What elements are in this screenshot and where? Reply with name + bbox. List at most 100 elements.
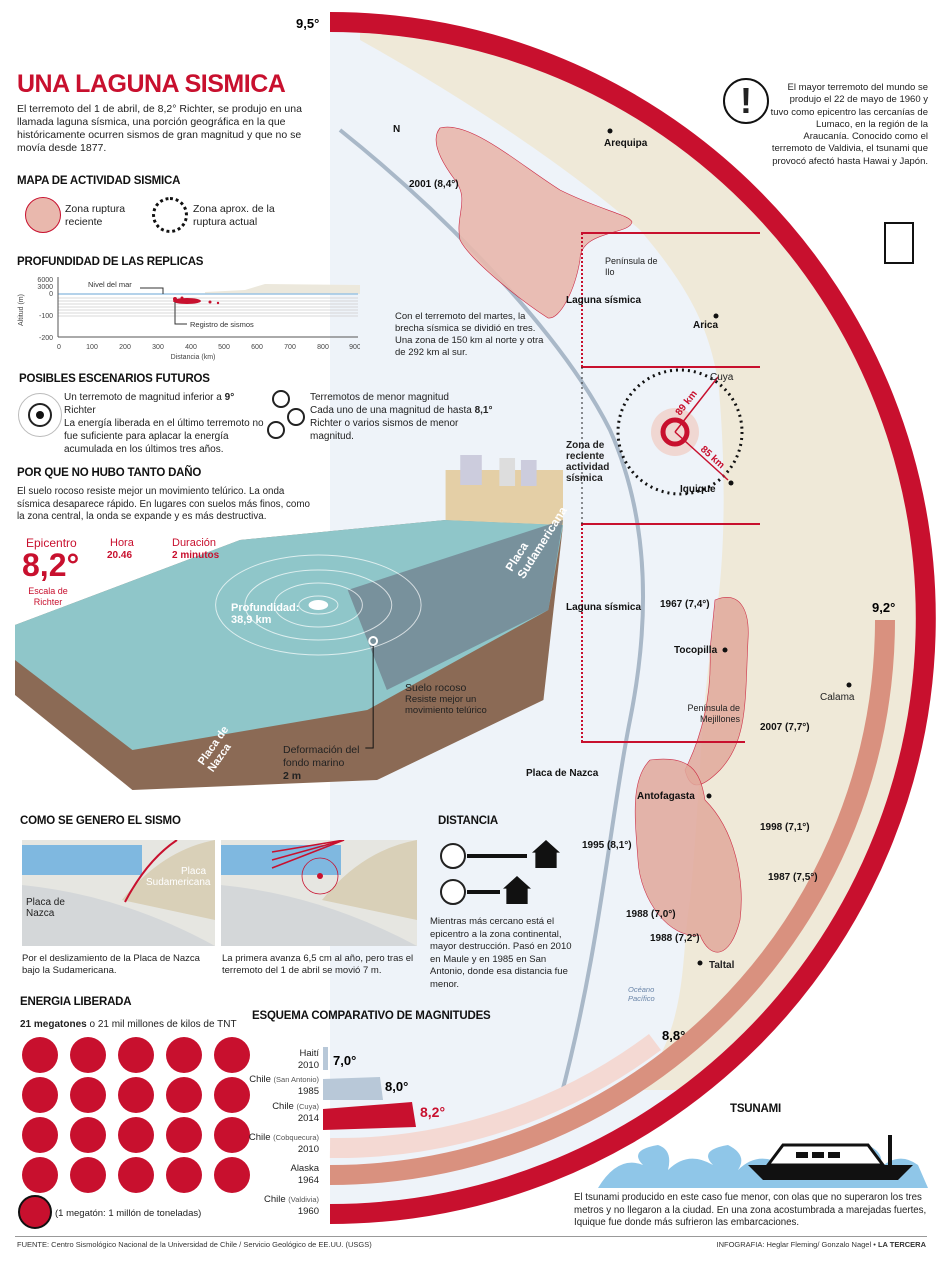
- epicenter-icon: [440, 843, 466, 869]
- quake-1988a: 1988 (7,0°): [626, 909, 676, 920]
- svg-text:700: 700: [284, 344, 296, 351]
- replicas-heading: PROFUNDIDAD DE LAS REPLICAS: [17, 256, 204, 268]
- small-quake-icon: [267, 421, 285, 439]
- megaton-dot: [118, 1037, 154, 1073]
- genero-caption-2: La primera avanza 6,5 cm al año, pero tr…: [222, 953, 414, 976]
- megaton-dot: [214, 1117, 250, 1153]
- damage-heading: POR QUE NO HUBO TANTO DAÑO: [17, 467, 202, 479]
- svg-text:0: 0: [49, 291, 53, 298]
- rupture-south: [634, 758, 742, 953]
- quake-1998: 1998 (7,1°): [760, 822, 810, 833]
- epicenter-icon: [440, 879, 466, 905]
- y-axis-label: Altitud (m): [18, 294, 25, 326]
- city-iquique: Iquique: [680, 484, 716, 495]
- rupture-2001: [435, 126, 633, 319]
- peninsula-ilo: Península de Ilo: [605, 256, 658, 277]
- small-quake-icon: [287, 408, 305, 426]
- megaton-dot: [166, 1157, 202, 1193]
- svg-text:0: 0: [57, 344, 61, 351]
- arc-cobquecura-2010: [329, 1033, 661, 1159]
- tsunami-body: El tsunami producido en este caso fue me…: [574, 1192, 927, 1228]
- depth-label: Profundidad:38,9 km: [231, 602, 300, 626]
- megaton-dot: [214, 1037, 250, 1073]
- bar-haiti-2010: [323, 1047, 328, 1070]
- zona-reciente-label: Zona de reciente actividad sísmica: [566, 440, 610, 484]
- quake-1967: 1967 (7,4°): [660, 599, 710, 610]
- tsunami-illustration: [598, 1135, 928, 1188]
- map-legend-heading: MAPA DE ACTIVIDAD SISMICA: [17, 175, 181, 187]
- recent-zone-label: Zona ruptura reciente: [65, 203, 126, 228]
- label-7-0: 7,0°: [333, 1053, 356, 1068]
- peninsula-mejillones: Península de Mejillones: [687, 703, 740, 724]
- exclamation-icon: !: [723, 78, 769, 124]
- megaton-dot: [214, 1157, 250, 1193]
- subduction-diagrams: [22, 840, 417, 946]
- svg-text:600: 600: [251, 344, 263, 351]
- city-arequipa: Arequipa: [604, 138, 648, 149]
- megaton-dot: [166, 1037, 202, 1073]
- block-diagram: [15, 455, 563, 790]
- north-label: N: [393, 124, 400, 135]
- epicentro-label: Epicentro: [26, 536, 77, 550]
- megaton-dot: [70, 1117, 106, 1153]
- damage-body: El suelo rocoso resiste mejor un movimie…: [17, 486, 310, 522]
- svg-text:400: 400: [185, 344, 197, 351]
- distancia-heading: DISTANCIA: [438, 815, 498, 827]
- oceano-label: Océano Pacífico: [628, 985, 655, 1003]
- small-quake-icon: [272, 390, 290, 408]
- megaton-dot: [70, 1037, 106, 1073]
- laguna-label-2: Laguna sísmica: [566, 602, 641, 613]
- richter-scale-label: Escala de Richter: [28, 586, 68, 607]
- label-8-8: 8,8°: [662, 1028, 685, 1043]
- svg-text:3000: 3000: [37, 284, 53, 291]
- rupture-north: [684, 597, 749, 786]
- megaton-dot: [22, 1037, 58, 1073]
- svg-text:-100: -100: [39, 313, 53, 320]
- sea-level-label: Nivel del mar: [88, 280, 132, 289]
- label-9-5: 9,5°: [296, 16, 319, 31]
- megaton-legend-dot: [18, 1195, 52, 1229]
- svg-text:-200: -200: [39, 335, 53, 342]
- land: [360, 32, 916, 1090]
- footer-credit: INFOGRAFIA: Heglar Fleming/ Gonzalo Nage…: [716, 1240, 927, 1249]
- distancia-body: Mientras más cercano está el epicentro a…: [430, 916, 572, 990]
- bar-sanantonio-1985: [323, 1077, 383, 1100]
- valdivia-note: El mayor terremoto del mundo se produjo …: [770, 82, 928, 167]
- tsunami-heading: TSUNAMI: [730, 1103, 781, 1115]
- svg-text:100: 100: [86, 344, 98, 351]
- megaton-dot: [118, 1157, 154, 1193]
- megaton-dot: [166, 1117, 202, 1153]
- label-8-2: 8,2°: [420, 1104, 445, 1120]
- arrow-icon: [467, 854, 527, 858]
- magnitude-row-label: Chile (Cobquecura)2010: [248, 1132, 319, 1155]
- quake-1988b: 1988 (7,2°): [650, 933, 700, 944]
- magnitude-row-label: Chile (Valdivia)1960: [264, 1194, 319, 1217]
- genero-placa-sud: Placa Sudamericana: [146, 866, 211, 888]
- genero-heading: COMO SE GENERO EL SISMO: [20, 815, 181, 827]
- aftershock-points: [173, 296, 220, 305]
- large-quake-icon: [18, 393, 62, 437]
- megaton-dot: [70, 1077, 106, 1113]
- genero-placa-nazca: Placa de Nazca: [26, 897, 65, 919]
- magnitudes-heading: ESQUEMA COMPARATIVO DE MAGNITUDES: [252, 1010, 491, 1022]
- megaton-dot: [214, 1077, 250, 1113]
- svg-text:800: 800: [317, 344, 329, 351]
- quake-2001: 2001 (8,4°): [409, 179, 459, 190]
- duracion-label: Duración: [172, 537, 217, 549]
- x-axis-label: Distancia (km): [171, 354, 216, 361]
- megaton-dot: [166, 1077, 202, 1113]
- label-8-0: 8,0°: [385, 1079, 408, 1094]
- city-cuya: Cuya: [710, 372, 734, 383]
- current-rupture-circle: [616, 368, 744, 496]
- intro: El terremoto del 1 de abril, de 8,2° Ric…: [17, 103, 302, 154]
- city-taltal: Taltal: [709, 960, 735, 971]
- city-calama: Calama: [820, 692, 855, 703]
- city-arica: Arica: [693, 320, 718, 331]
- quake-1995: 1995 (8,1°): [582, 840, 632, 851]
- genero-caption-1: Por el deslizamiento de la Placa de Nazc…: [22, 953, 200, 976]
- magnitude-row-label: Chile (Cuya)2014: [272, 1101, 319, 1124]
